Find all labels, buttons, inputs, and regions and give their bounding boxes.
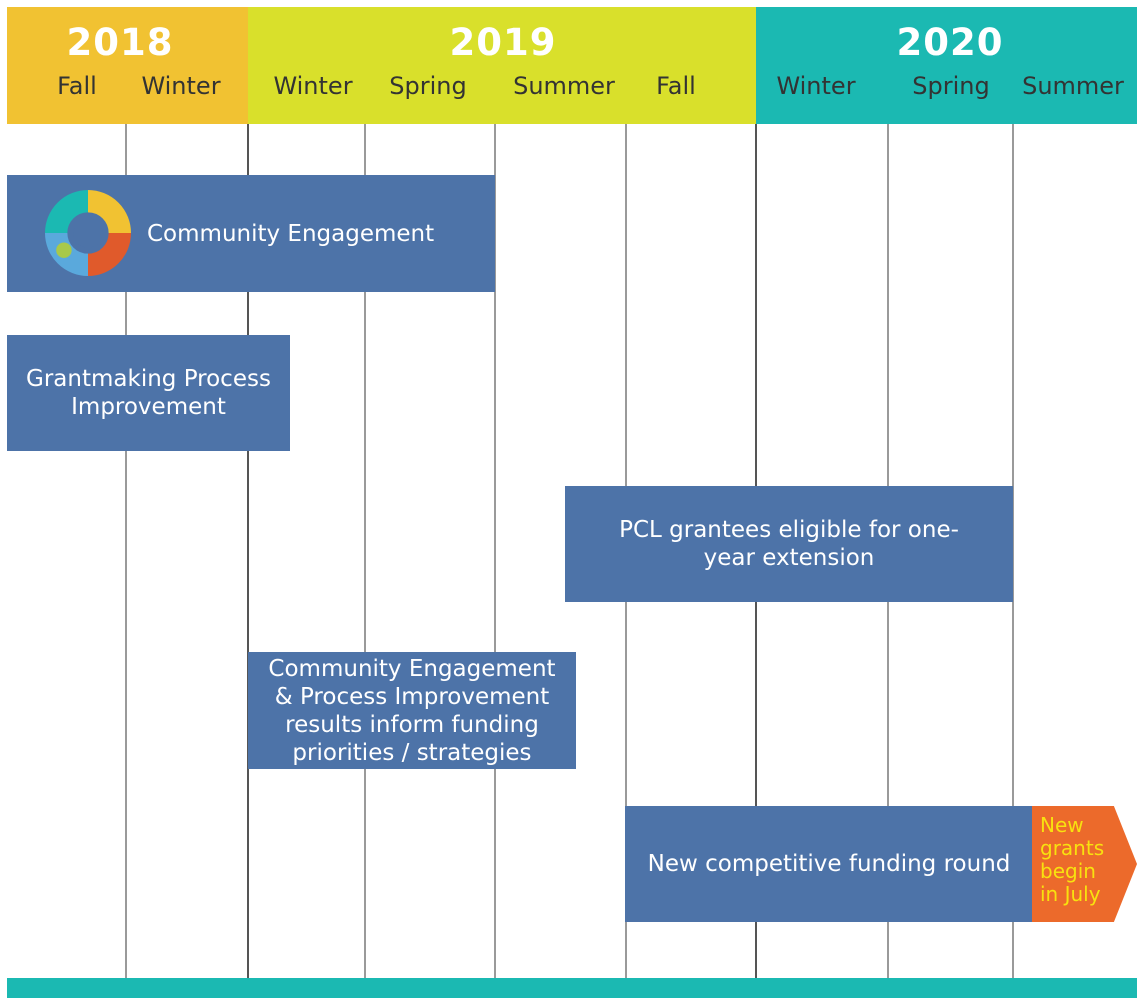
grid-line: [494, 124, 496, 978]
pcl-label-line: PCL grantees eligible for one-: [619, 517, 959, 543]
grid-line: [1012, 124, 1014, 978]
pcl-label-line: year extension: [703, 545, 875, 571]
results-label-line: results inform funding: [285, 711, 539, 738]
season-label: Spring: [389, 72, 467, 100]
season-label: Fall: [656, 72, 696, 100]
funding-round-bar: New competitive funding round: [625, 806, 1033, 922]
funding-round-label: New competitive funding round: [647, 851, 1011, 877]
results-label-line: Community Engagement: [268, 655, 556, 682]
puzzle-ring-icon: [45, 190, 131, 276]
season-label: Winter: [273, 72, 353, 100]
year-band-2020: 2020: [756, 7, 1137, 124]
results-label-line: & Process Improvement: [274, 683, 550, 710]
community-engagement-label: Community Engagement: [147, 220, 435, 247]
year-band-2019: 2019: [248, 7, 756, 124]
grid-line: [125, 124, 127, 978]
new-grants-label: New grants begin in July: [1040, 814, 1110, 906]
season-label: Spring: [912, 72, 990, 100]
season-label: Winter: [776, 72, 856, 100]
season-label: Summer: [513, 72, 615, 100]
year-band-2018: 2018: [7, 7, 248, 124]
season-label: Winter: [141, 72, 221, 100]
new-grants-line: begin: [1040, 859, 1096, 883]
year-label-2018: 2018: [66, 21, 174, 64]
new-grants-line: New: [1040, 813, 1084, 837]
results-label-line: priorities / strategies: [292, 739, 532, 766]
grantmaking-label-line: Grantmaking Process: [26, 366, 271, 392]
pcl-extension-bar: PCL grantees eligible for one- year exte…: [565, 486, 1013, 602]
new-grants-line: grants: [1040, 836, 1105, 860]
season-label: Summer: [1022, 72, 1124, 100]
bottom-band: [7, 978, 1137, 998]
results-bar: Community Engagement & Process Improveme…: [248, 652, 576, 769]
grantmaking-label-line: Improvement: [71, 394, 226, 420]
grid-line: [364, 124, 366, 978]
new-grants-line: in July: [1040, 882, 1101, 906]
year-label-2020: 2020: [896, 21, 1004, 64]
new-grants-arrow: [1032, 806, 1137, 922]
year-label-2019: 2019: [449, 21, 557, 64]
season-label: Fall: [57, 72, 97, 100]
year-divider-line: [247, 124, 249, 978]
grantmaking-bar: Grantmaking Process Improvement: [7, 335, 290, 451]
